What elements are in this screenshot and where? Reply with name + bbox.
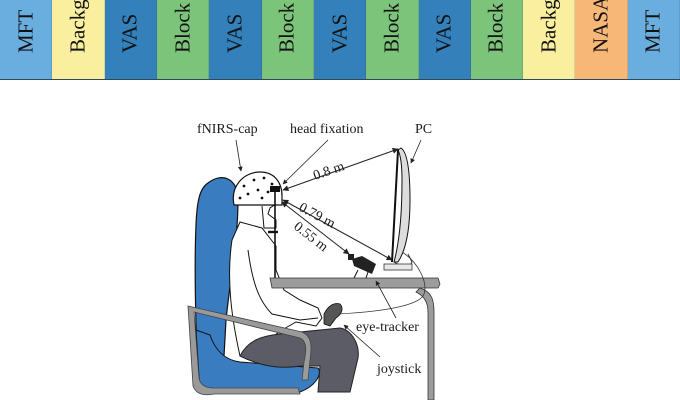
timeline-segment: VAS — [104, 0, 157, 79]
timeline-segment: VAS — [313, 0, 367, 79]
chair-seat — [195, 329, 320, 393]
timeline-segment: NASA — [575, 0, 628, 79]
label-fnirs-cap: fNIRS-cap — [197, 122, 258, 137]
label-head-fixation: head fixation — [290, 122, 363, 137]
pointer-head-fixation — [282, 139, 329, 185]
desk-top — [269, 277, 441, 289]
person-trousers — [239, 327, 359, 393]
eye-tracker-device — [348, 254, 376, 279]
person-arm — [247, 249, 319, 321]
fnirs-cap-head — [232, 171, 283, 206]
label-pc: PC — [415, 122, 432, 137]
distance-arrow-tracker — [281, 201, 350, 255]
pointer-fnirs-cap — [235, 139, 243, 172]
pointer-pc — [410, 139, 422, 164]
head-fixation-frame — [268, 186, 280, 278]
label-joystick: joystick — [376, 362, 421, 377]
timeline-segment: Block — [366, 0, 419, 79]
timeline-segment: VAS — [209, 0, 262, 79]
joystick-cable — [335, 251, 426, 315]
timeline-segment: MFT — [0, 0, 53, 79]
chair-frame — [187, 305, 312, 396]
timeline-segment: Background — [52, 0, 105, 79]
distance-label-screen-top: 0.8 m — [311, 159, 346, 184]
distance-arrow-top — [282, 147, 399, 192]
label-eye-tracker: eye-tracker — [356, 320, 419, 335]
pointer-eye-tracker — [375, 280, 397, 319]
timeline-segment: Background — [523, 0, 576, 79]
fnirs-optodes — [238, 176, 274, 200]
timeline-segment: VAS — [418, 0, 471, 79]
timeline-segment: Block — [261, 0, 314, 79]
pointer-joystick — [343, 324, 381, 358]
pc-monitor — [383, 147, 413, 271]
timeline-segment: MFT — [627, 0, 680, 79]
desk-leg — [415, 287, 435, 400]
joystick-device — [323, 303, 343, 327]
timeline-segment: Block — [156, 0, 210, 79]
timeline-segment: Block — [470, 0, 524, 79]
